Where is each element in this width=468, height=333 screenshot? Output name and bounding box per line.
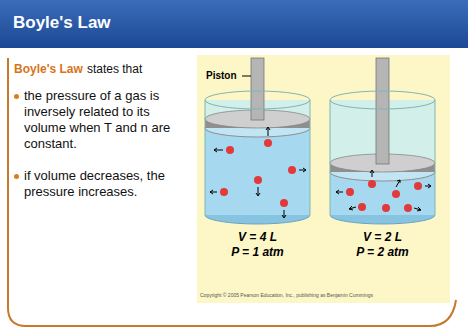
quantity-label: P = 1 atm [205, 245, 310, 259]
piston-leader [242, 76, 251, 77]
quantity-label: V = 2 L [330, 230, 435, 244]
copyright-note: Copyright © 2005 Pearson Education, Inc.… [200, 292, 448, 298]
bullet-text: if volume decreases, the pressure increa… [24, 168, 189, 200]
cylinder-large [205, 58, 310, 224]
part-label: Piston [206, 70, 237, 81]
intro-line: Boyle's Law states that [14, 62, 142, 76]
bullet-dot [14, 94, 19, 99]
cylinder-small [330, 58, 435, 224]
bullet-text: the pressure of a gas is inversely relat… [24, 88, 189, 152]
intro-text: states that [87, 62, 142, 76]
quantity-label: V = 4 L [205, 230, 310, 244]
quantity-label: P = 2 atm [330, 245, 435, 259]
illustration-panel [197, 55, 450, 303]
bullet-dot [14, 174, 19, 179]
term-name: Boyle's Law [14, 62, 83, 76]
slide-title: Boyle's Law [13, 13, 111, 33]
